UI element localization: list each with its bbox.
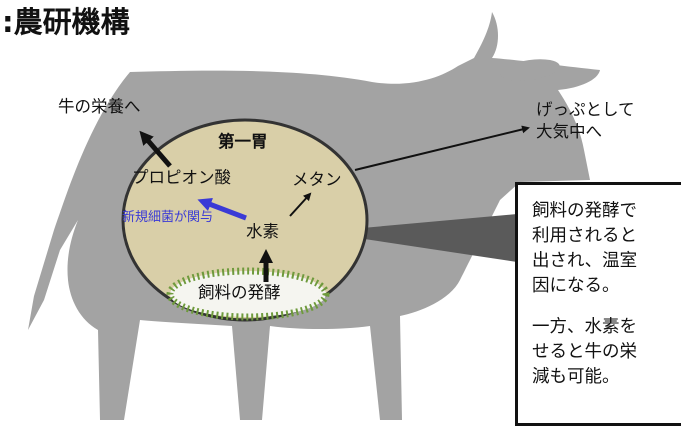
paragraph-gap bbox=[532, 299, 681, 315]
arrow-propionic-to-nutrition bbox=[139, 130, 172, 168]
propionic-acid-label: プロピオン酸 bbox=[132, 168, 231, 187]
callout-line: 一方、水素を bbox=[532, 317, 637, 337]
hydrogen-label: 水素 bbox=[246, 222, 279, 241]
feed-fermentation-blob bbox=[166, 267, 330, 321]
arrow-hydrogen-to-methane bbox=[289, 192, 312, 217]
source-label: :農研機構 bbox=[2, 5, 130, 39]
feed-fermentation-label: 飼料の発酵 bbox=[198, 283, 281, 302]
callout-line: 出され、温室 bbox=[532, 251, 638, 271]
callout-line: 飼料の発酵で bbox=[532, 201, 637, 221]
callout-line: 減も可能。 bbox=[532, 367, 620, 387]
callout-line: 利用されると bbox=[532, 226, 637, 246]
new-bacteria-label: 新規細菌が関与 bbox=[122, 210, 214, 225]
burp-label-line2: 大気中へ bbox=[536, 122, 602, 141]
cattle-nutrition-label: 牛の栄養へ bbox=[58, 97, 141, 116]
stomach-title: 第一胃 bbox=[218, 132, 268, 151]
callout-line: せると牛の栄 bbox=[532, 342, 637, 362]
callout-box: 飼料の発酵で 利用されると 出され、温室 因になる。 一方、水素を せると牛の栄… bbox=[515, 182, 681, 426]
burp-label-line1: げっぷとして bbox=[536, 100, 635, 119]
cow-ear bbox=[500, 59, 560, 81]
methane-label: メタン bbox=[292, 170, 342, 189]
arrow-hydrogen-to-propionic bbox=[197, 197, 247, 221]
callout-pointer bbox=[318, 214, 517, 262]
callout-line: 因になる。 bbox=[532, 276, 620, 296]
arrow-methane-to-atmosphere bbox=[354, 125, 530, 171]
